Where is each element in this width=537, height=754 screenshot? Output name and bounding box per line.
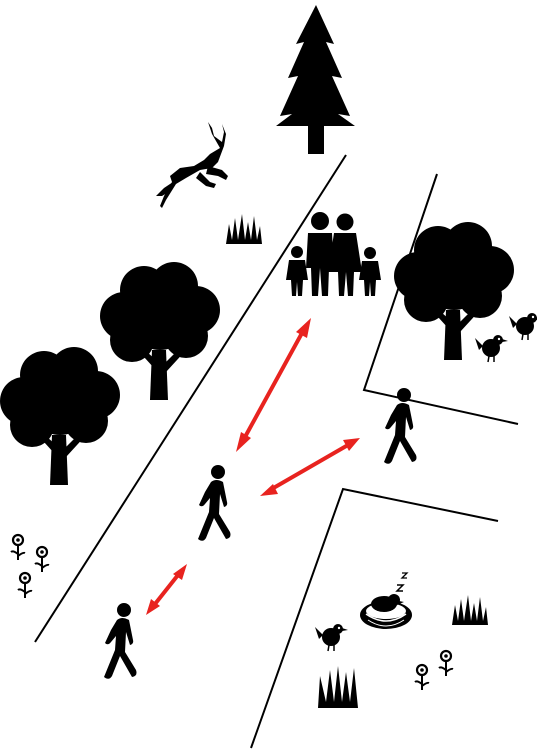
side-walker-to-walker-arrow xyxy=(270,445,348,490)
deer-icon xyxy=(156,122,228,208)
pine-tree-icon xyxy=(276,5,355,154)
broadleaf-tree-icon xyxy=(0,347,120,485)
flower-icon xyxy=(415,665,429,690)
flower-icon xyxy=(439,651,453,676)
grass-icon xyxy=(226,214,262,244)
walking-person-icon xyxy=(198,465,231,541)
walking-person-icon xyxy=(104,603,137,679)
flower-icon xyxy=(18,573,32,598)
arrow-heads xyxy=(146,318,360,615)
walker-to-rear-walker-arrow xyxy=(155,575,178,604)
bird-icon xyxy=(475,335,508,362)
grass-icon xyxy=(452,595,488,625)
walking-person-icon xyxy=(384,388,417,464)
bird-icon xyxy=(315,624,348,651)
grass-icon xyxy=(318,666,358,708)
walker-to-family-arrow xyxy=(245,333,302,437)
flower-icon xyxy=(35,547,49,572)
family-icon xyxy=(286,212,381,296)
bird-icon xyxy=(509,313,537,340)
flower-icon xyxy=(11,535,25,560)
